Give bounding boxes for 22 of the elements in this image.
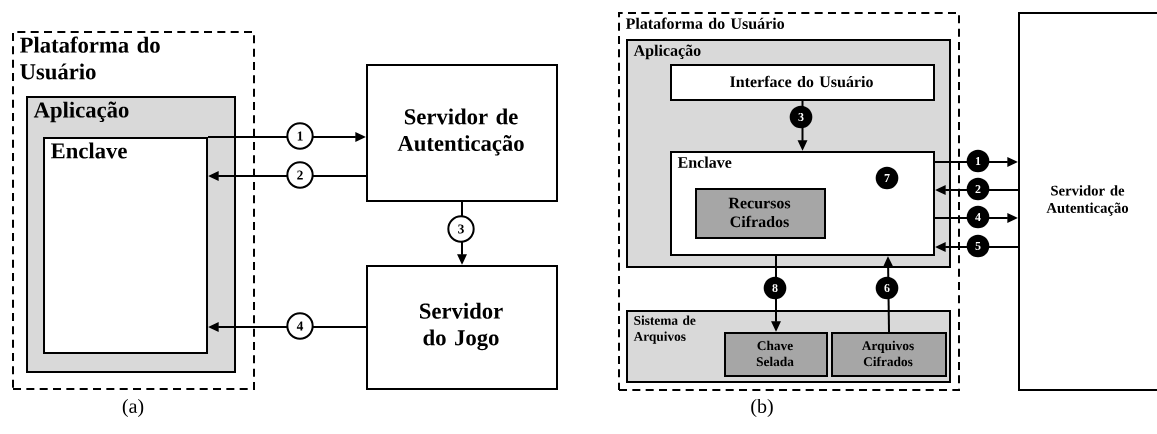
edge-label: 5: [966, 234, 990, 258]
edge-label: 1: [286, 122, 314, 150]
panel-caption: (a): [122, 398, 144, 418]
enclave-box: Enclave: [43, 137, 208, 354]
interface-box: Interface do Usuário: [670, 64, 935, 101]
server-box: Servidor do Jogo: [366, 265, 558, 390]
edge-label: 8: [763, 276, 787, 300]
panel-caption: (b): [751, 398, 773, 418]
edge-label: 4: [286, 312, 314, 340]
server-box: Servidor de Autenticação: [366, 64, 558, 202]
edge-label: 3: [447, 215, 475, 243]
edge-label: 6: [875, 276, 899, 300]
file-box: Arquivos Cifrados: [831, 332, 947, 377]
edge-label: 3: [789, 105, 813, 129]
callout-number: 7: [875, 166, 899, 190]
resource-box: Recursos Cifrados: [695, 188, 826, 239]
file-box: Chave Selada: [724, 332, 828, 377]
edge-label: 2: [286, 161, 314, 189]
edge-label: 4: [966, 205, 990, 229]
edge-label: 2: [966, 177, 990, 201]
edge-label: 1: [966, 149, 990, 173]
server-box: Servidor de Autenticação: [1018, 12, 1157, 391]
